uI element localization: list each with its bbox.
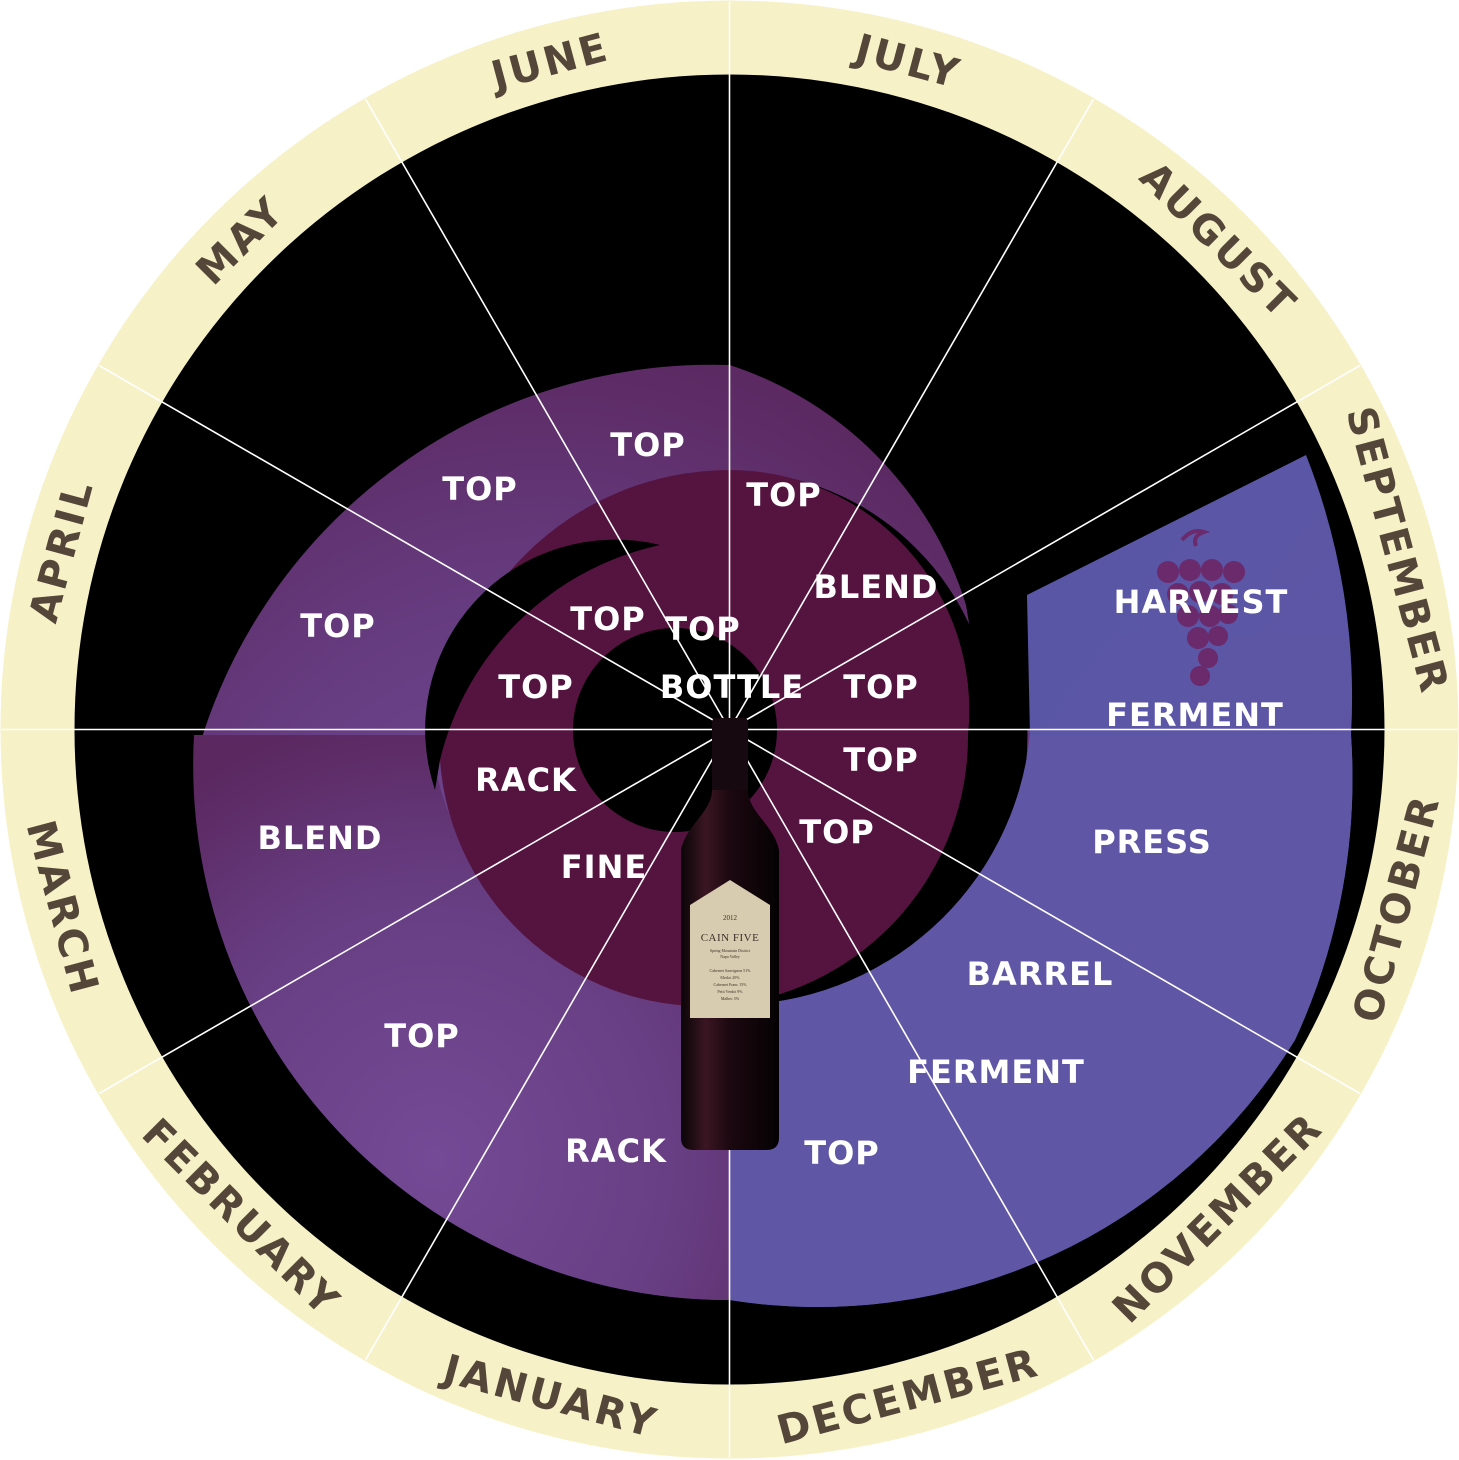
activity-top-feb: TOP (384, 1017, 459, 1055)
bottle-label (690, 880, 770, 1018)
activity-top-apr: TOP (300, 607, 375, 645)
label-blend3: Cabernet Franc 15% (714, 982, 748, 987)
activity-press: PRESS (1092, 823, 1212, 861)
activity-barrel: BARREL (967, 955, 1114, 993)
spiral-inner-bite (425, 539, 660, 790)
wine-bottle: 2012 CAIN FIVE Spring Mountain District … (681, 718, 779, 1150)
activity-ferment-sep: FERMENT (1106, 696, 1284, 734)
spiral-purple-bottom (193, 735, 730, 1301)
label-brand: CAIN FIVE (701, 932, 760, 944)
month-divider-line (98, 364, 730, 731)
label-line2: Napa Valley (720, 954, 740, 959)
bottle-capsule (712, 718, 748, 798)
activity-inner-top-oct: TOP (843, 741, 918, 779)
month-divider-line (364, 98, 731, 730)
label-blend1: Cabernet Sauvignon 51% (710, 968, 752, 973)
month-divider-line (729, 728, 1361, 1095)
activity-bottle: BOTTLE (660, 668, 804, 706)
activity-blend-mar: BLEND (258, 819, 383, 857)
spiral-blue-lower (729, 735, 1353, 1308)
label-vintage: 2012 (723, 914, 738, 922)
month-divider-line (729, 364, 1361, 731)
activity-labels: HARVEST FERMENT PRESS BARREL FERMENT TOP… (258, 426, 1289, 1172)
activity-top-may: TOP (442, 470, 517, 508)
label-line1: Spring Mountain District (710, 948, 751, 953)
activity-ferment-nov: FERMENT (907, 1053, 1085, 1091)
label-blend4: Petit Verdot 9% (717, 989, 743, 994)
activity-inner-top-sep: TOP (843, 668, 918, 706)
activity-inner-rack: RACK (475, 761, 577, 799)
activity-inner-fine: FINE (561, 848, 647, 886)
activity-top-jun: TOP (610, 426, 685, 464)
activity-rack-jan: RACK (565, 1132, 667, 1170)
activity-blend-aug: BLEND (814, 568, 939, 606)
label-blend5: Malbec 5% (721, 996, 740, 1001)
month-divider-line (364, 729, 731, 1361)
month-divider-line (728, 98, 1095, 730)
activity-harvest: HARVEST (1114, 583, 1289, 621)
grape-cluster-icon (1157, 529, 1245, 686)
activity-top-jul: TOP (746, 476, 821, 514)
activity-inner-top-jun: TOP (665, 610, 740, 648)
month-divider-line (98, 728, 730, 1095)
activity-inner-top-nov: TOP (799, 813, 874, 851)
activity-inner-top-apr: TOP (498, 668, 573, 706)
label-blend2: Merlot 20% (720, 975, 740, 980)
activity-inner-top-may: TOP (570, 600, 645, 638)
activity-top-dec: TOP (804, 1134, 879, 1172)
month-divider-line (728, 729, 1095, 1361)
